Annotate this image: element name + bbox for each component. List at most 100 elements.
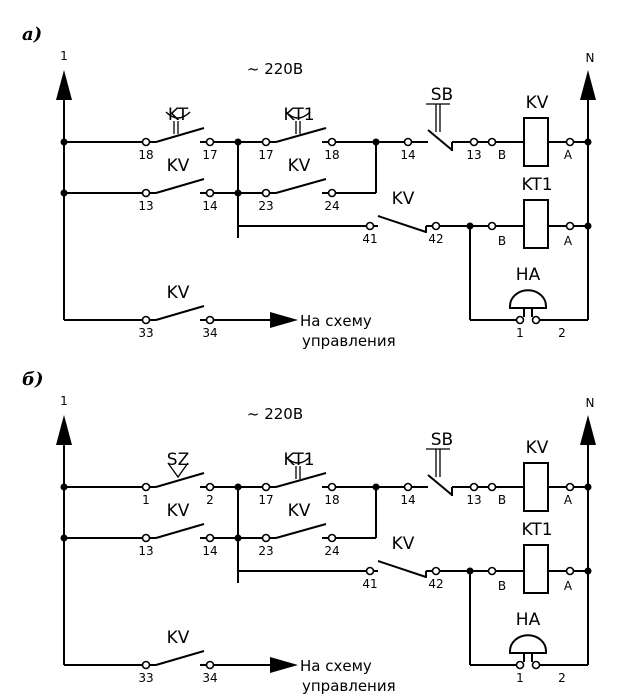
out-contact-blade <box>155 305 205 321</box>
terminal-circle <box>261 188 271 198</box>
terminal-circle <box>327 188 337 198</box>
terminal-circle <box>205 533 215 543</box>
kt1-contact-terminal-label: 18 <box>324 493 339 507</box>
sensor-mark <box>167 462 189 479</box>
figure-label: б) <box>22 369 44 390</box>
terminal-circle <box>141 188 151 198</box>
terminal-circle <box>565 221 575 231</box>
button-blade <box>427 474 453 496</box>
timer-contact-terminal-label: 18 <box>138 148 153 162</box>
button-terminal-label: 13 <box>466 148 481 162</box>
coil-kv-terminal-label: B <box>498 148 506 162</box>
terminal-circle <box>565 137 575 147</box>
terminal-circle <box>487 482 497 492</box>
coil-kv <box>523 117 549 167</box>
timer-contact-label: KT <box>168 105 189 125</box>
right-bus-label: N <box>586 51 595 65</box>
button-terminal-label: 13 <box>466 493 481 507</box>
kv-contact-3-terminal-label: 41 <box>362 232 377 246</box>
kt1-contact-blade <box>275 472 327 488</box>
supply-label: ~ 220В <box>247 60 303 78</box>
terminal-circle <box>327 137 337 147</box>
coil-kt1 <box>523 544 549 594</box>
horn-terminal-label: 2 <box>558 671 566 685</box>
kv-contact-3-blade <box>377 560 427 578</box>
hold-contact-label: KV <box>167 156 190 176</box>
kv-contact-2-label: KV <box>288 501 311 521</box>
terminal-circle <box>141 660 151 670</box>
terminal-circle <box>403 482 413 492</box>
kt1-contact-label: KT1 <box>283 450 314 470</box>
terminal-circle <box>141 482 151 492</box>
button-terminal-label: 14 <box>400 493 415 507</box>
junction-dot <box>584 483 592 491</box>
terminal-circle <box>261 137 271 147</box>
kv-contact-2-terminal-label: 23 <box>258 199 273 213</box>
timer-contact-terminal-label: 2 <box>206 493 214 507</box>
junction-dot <box>60 534 68 542</box>
kt1-contact-blade <box>275 127 327 143</box>
horn-label: HA <box>516 610 541 630</box>
terminal-circle <box>205 188 215 198</box>
kt1-delay-mark <box>285 111 311 119</box>
right-bus-label: N <box>586 396 595 410</box>
kv-contact-3-blade <box>377 215 427 233</box>
timer-contact-blade <box>155 472 205 488</box>
coil-kt1-terminal-label: B <box>498 234 506 248</box>
timer-contact-terminal-label: 17 <box>202 148 217 162</box>
hold-contact-terminal-label: 14 <box>202 199 217 213</box>
kv-contact-2-blade <box>275 178 327 194</box>
kv-contact-3-label: KV <box>392 534 415 554</box>
kv-contact-3-terminal-label: 42 <box>428 577 443 591</box>
horn-terminal-label: 1 <box>516 671 524 685</box>
out-contact-terminal-label: 33 <box>138 326 153 340</box>
terminal-circle <box>487 566 497 576</box>
hold-contact-blade <box>155 523 205 539</box>
terminal-circle <box>469 137 479 147</box>
button-label: SB <box>431 85 453 105</box>
junction-dot <box>584 138 592 146</box>
kt1-contact-terminal-label: 18 <box>324 148 339 162</box>
coil-kv-label: KV <box>526 438 549 458</box>
kv-contact-2-terminal-label: 24 <box>324 199 339 213</box>
out-contact-blade <box>155 650 205 666</box>
arrow-text-2: управления <box>302 332 396 350</box>
timer-contact-label: SZ <box>167 450 189 470</box>
terminal-circle <box>141 315 151 325</box>
junction-dot <box>584 222 592 230</box>
kv-contact-2-terminal-label: 23 <box>258 544 273 558</box>
terminal-circle <box>487 221 497 231</box>
terminal-circle <box>141 533 151 543</box>
coil-kt1-label: KT1 <box>521 175 552 195</box>
button-label: SB <box>431 430 453 450</box>
kv-contact-2-terminal-label: 24 <box>324 544 339 558</box>
terminal-circle <box>487 137 497 147</box>
hold-contact-terminal-label: 13 <box>138 199 153 213</box>
right-bus-arrow <box>580 70 596 100</box>
horn-terminal-label: 1 <box>516 326 524 340</box>
terminal-circle <box>431 221 441 231</box>
hold-contact-label: KV <box>167 501 190 521</box>
terminal-circle <box>515 315 525 325</box>
button-terminal-label: 14 <box>400 148 415 162</box>
out-contact-terminal-label: 33 <box>138 671 153 685</box>
horn-ha <box>509 289 547 309</box>
arrow-text-2: управления <box>302 677 396 695</box>
terminal-circle <box>531 660 541 670</box>
button-blade <box>427 129 453 151</box>
arrow-text-1: На схему <box>300 312 372 330</box>
horn-ha <box>509 634 547 654</box>
terminal-circle <box>365 221 375 231</box>
hold-contact-terminal-label: 13 <box>138 544 153 558</box>
supply-label: ~ 220В <box>247 405 303 423</box>
terminal-circle <box>141 137 151 147</box>
kt1-contact-terminal-label: 17 <box>258 493 273 507</box>
terminal-circle <box>205 137 215 147</box>
horn-terminal-label: 2 <box>558 326 566 340</box>
output-arrow <box>270 312 298 328</box>
coil-kv-terminal-label: A <box>564 493 573 507</box>
junction-dot <box>60 189 68 197</box>
terminal-circle <box>515 660 525 670</box>
